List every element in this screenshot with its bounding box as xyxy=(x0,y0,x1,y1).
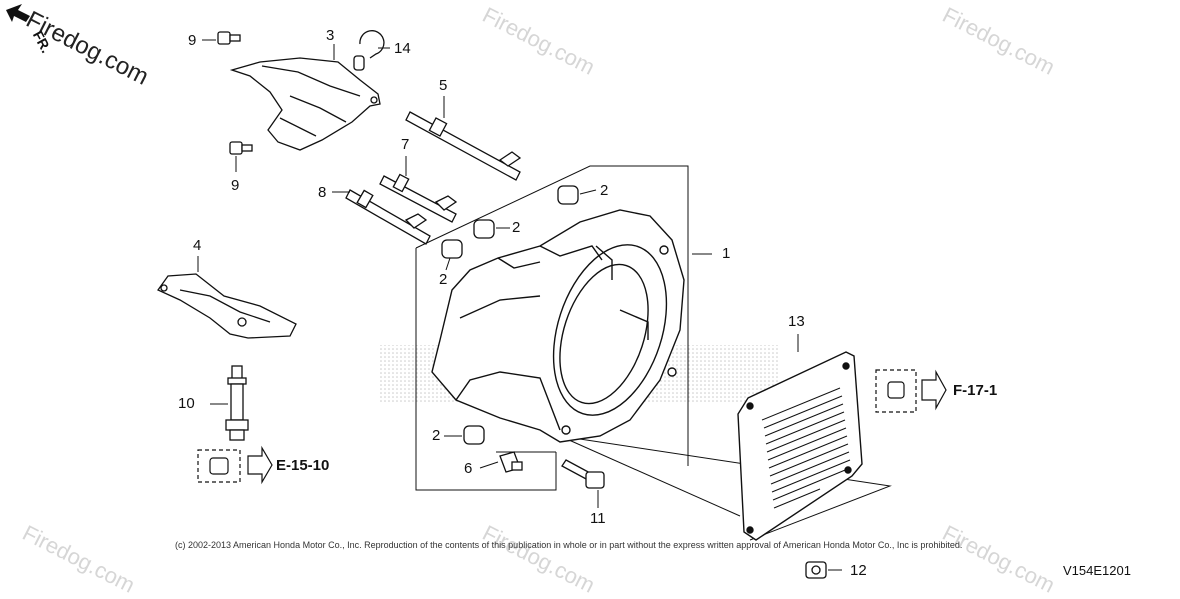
part-6-clip xyxy=(499,451,523,473)
part-3-cover xyxy=(229,57,381,151)
callout-4: 4 xyxy=(193,237,202,254)
callout-2-c: 2 xyxy=(439,271,448,288)
assembly-outline xyxy=(415,165,892,541)
leader-lines xyxy=(197,39,842,571)
part-7-stud xyxy=(379,173,458,223)
copyright-notice: (c) 2002-2013 American Honda Motor Co., … xyxy=(175,540,963,550)
part-10-bolt xyxy=(225,365,249,441)
part-11-bolt xyxy=(561,459,605,489)
callout-13: 13 xyxy=(788,313,805,330)
part-12-nut xyxy=(805,561,827,579)
callout-12: 12 xyxy=(850,562,867,579)
callout-2-a: 2 xyxy=(600,182,609,199)
callout-5: 5 xyxy=(439,77,448,94)
part-9-bolt-top xyxy=(217,31,241,45)
front-arrow-icon xyxy=(6,4,30,22)
callout-7: 7 xyxy=(401,136,410,153)
part-13-screen xyxy=(737,351,863,541)
part-1-fan-shroud xyxy=(431,209,685,443)
ref-box-f xyxy=(875,369,947,413)
callout-6: 6 xyxy=(464,460,473,477)
reference-f-17-1[interactable]: F-17-1 xyxy=(953,382,998,399)
part-5-stud xyxy=(405,111,522,181)
callout-9-lower: 9 xyxy=(231,177,240,194)
part-8-stud xyxy=(345,189,431,245)
callout-14: 14 xyxy=(394,40,411,57)
part-9-bolt-lower xyxy=(229,141,253,155)
callout-3: 3 xyxy=(326,27,335,44)
part-4-plate xyxy=(157,273,297,339)
callout-1: 1 xyxy=(722,245,731,262)
callout-2-d: 2 xyxy=(432,427,441,444)
diagram-code: V154E1201 xyxy=(1063,563,1131,578)
reference-e-15-10[interactable]: E-15-10 xyxy=(276,457,330,474)
callout-2-b: 2 xyxy=(512,219,521,236)
callout-10: 10 xyxy=(178,395,195,412)
callout-9-top: 9 xyxy=(188,32,197,49)
part-2-grommets xyxy=(441,185,579,445)
callout-11: 11 xyxy=(590,510,606,527)
ref-box-e xyxy=(197,445,273,485)
callout-8: 8 xyxy=(318,184,327,201)
part-14-clip xyxy=(353,30,385,71)
